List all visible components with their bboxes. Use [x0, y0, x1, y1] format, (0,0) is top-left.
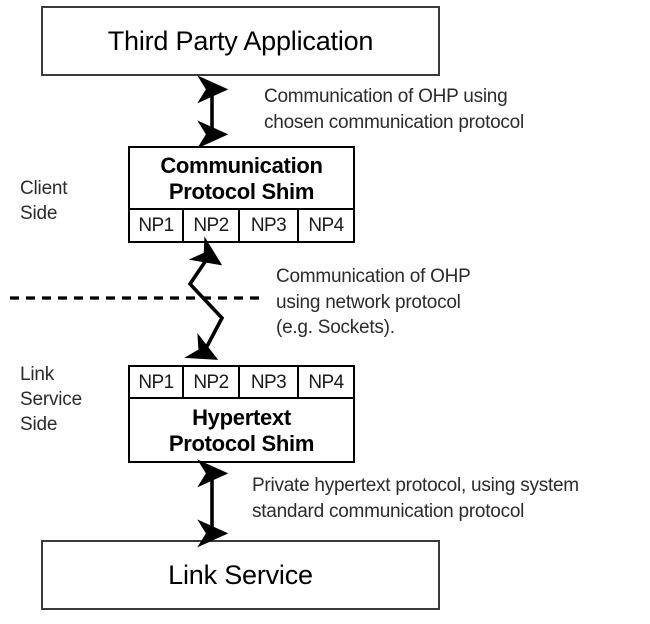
np-label: NP3 [250, 371, 287, 393]
np-label: NP2 [193, 215, 229, 236]
np-label: NP4 [308, 371, 344, 393]
annotation-top-arrow: Communication of OHP using chosen commun… [264, 86, 524, 133]
label-link-service-side: Link Service Side [20, 364, 82, 436]
hypertext-shim-np-cell-3: NP3 [238, 367, 297, 397]
annotation-bottom-arrow: Private hypertext protocol, using system… [252, 475, 579, 522]
communication-protocol-shim-title-line2: Protocol Shim [168, 179, 315, 204]
hypertext-shim-np-divider [130, 397, 353, 399]
np-label: NP1 [138, 371, 174, 393]
communication-shim-np-cell-4: NP4 [297, 210, 353, 241]
communication-shim-np-cell-3: NP3 [238, 210, 297, 241]
third-party-application-label: Third Party Application [107, 26, 374, 56]
node-hypertext-protocol-shim: NP1 NP2 NP3 NP4 Hypertext Protocol Shim [128, 365, 355, 463]
node-third-party-application: Third Party Application [41, 6, 440, 76]
node-link-service: Link Service [41, 540, 440, 610]
hypertext-shim-np-cell-2: NP2 [182, 367, 238, 397]
hypertext-protocol-shim-title-line2: Protocol Shim [168, 431, 315, 456]
node-communication-protocol-shim: Communication Protocol Shim NP1 NP2 NP3 … [128, 146, 355, 243]
communication-shim-np-cell-1: NP1 [130, 210, 182, 241]
connector-middle-zigzag-arrow [184, 236, 225, 360]
np-label: NP3 [250, 215, 287, 236]
annotation-middle-arrow: Communication of OHP using network proto… [276, 266, 471, 339]
hypertext-shim-np-cell-4: NP4 [297, 367, 353, 397]
hypertext-protocol-shim-title-line1: Hypertext [192, 405, 291, 430]
communication-shim-np-divider [130, 208, 353, 210]
communication-shim-np-cell-2: NP2 [182, 210, 238, 241]
link-service-label: Link Service [168, 560, 313, 590]
np-label: NP1 [138, 215, 174, 236]
np-label: NP2 [193, 371, 229, 393]
label-client-side: Client Side [20, 178, 68, 225]
np-label: NP4 [308, 215, 344, 236]
communication-protocol-shim-title-line1: Communication [160, 153, 323, 178]
hypertext-shim-np-cell-1: NP1 [130, 367, 182, 397]
